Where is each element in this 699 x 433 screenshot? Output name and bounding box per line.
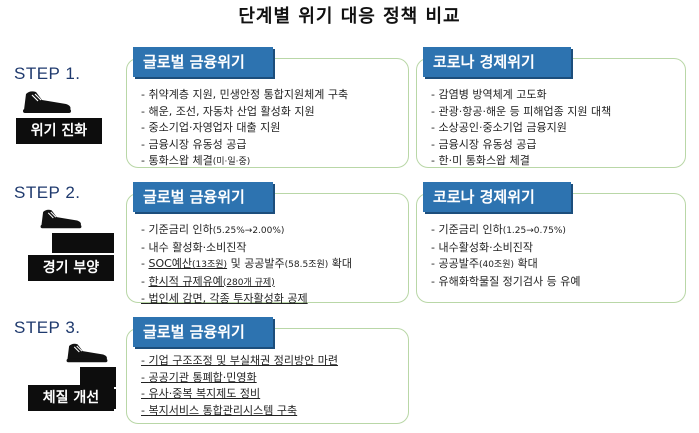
list-item: 유해화학물질 정기검사 등 유예 [431,274,580,291]
list-item: 중소기업·자영업자 대출 지원 [141,120,348,137]
stair-step-icon [52,233,114,253]
list-item: 기준금리 인하(1.25→0.75%) [431,222,581,240]
list-item: 소상공인·중소기업 금융지원 [431,120,611,137]
step-1-label: STEP 1. [14,64,81,83]
list-item: 법인세 감면, 각종 투자활성화 공제 [141,291,352,308]
step2-global-list: 기준금리 인하(5.25%→2.00%) 내수 활성화·소비진작 SOC예산(1… [141,222,352,308]
list-item: 감염병 방역체계 고도화 [431,87,611,104]
list-item: 유사·중복 복지제도 정비 [141,386,338,403]
step1-global-header: 글로벌 금융위기 [133,47,273,77]
step1-corona-list: 감염병 방역체계 고도화 관광·항공·해운 등 피해업종 지원 대책 소상공인·… [431,87,611,170]
sneaker-icon [66,343,108,363]
list-item: 금융시장 유동성 공급 [431,137,611,154]
step-3-label: STEP 3. [14,318,81,337]
list-item: 내수활성화·소비진작 [431,240,581,257]
step2-corona-header: 코로나 경제위기 [423,182,571,212]
list-item: 해운, 조선, 자동차 산업 활성화 지원 [141,104,348,121]
step2-global-header: 글로벌 금융위기 [133,182,273,212]
list-item: SOC예산(13조원) 및 공공발주(58.5조원) 확대 [141,256,352,274]
sneaker-icon [23,91,71,113]
list-item: 공공발주(40조원) 확대 [431,256,581,274]
list-item: 기업 구조조정 및 부실채권 정리방안 마련 [141,353,338,370]
step2-corona-list: 기준금리 인하(1.25→0.75%) 내수활성화·소비진작 공공발주(40조원… [431,222,581,291]
list-item: 관광·항공·해운 등 피해업종 지원 대책 [431,104,611,121]
step3-global-header: 글로벌 금융위기 [133,317,273,347]
list-item: 한시적 규제유예(280개 규제) [141,274,352,292]
stage-badge-1: 위기 진화 [16,118,102,144]
step3-global-box: 글로벌 금융위기 기업 구조조정 및 부실채권 정리방안 마련 공공기관 통폐합… [126,317,409,424]
list-item: 통화스왑 체결(미·일·중) [141,153,348,171]
list-item: 한·미 통화스왑 체결 [431,153,611,170]
stage-badge-3: 체질 개선 [28,385,114,411]
step1-corona-box: 코로나 경제위기 감염병 방역체계 고도화 관광·항공·해운 등 피해업종 지원… [416,47,686,170]
list-item: 복지서비스 통합관리시스템 구축 [141,403,338,420]
list-item: 공공기관 통폐합·민영화 [141,370,338,387]
step1-global-list: 취약계층 지원, 민생안정 통합지원체계 구축 해운, 조선, 자동차 산업 활… [141,87,348,171]
list-item: 금융시장 유동성 공급 [141,137,348,154]
stage-badge-2: 경기 부양 [28,255,114,281]
step3-global-list: 기업 구조조정 및 부실채권 정리방안 마련 공공기관 통폐합·민영화 유사·중… [141,353,338,419]
stair-step-icon [80,367,116,387]
list-item: 기준금리 인하(5.25%→2.00%) [141,222,352,240]
step-2-label: STEP 2. [14,183,81,202]
sneaker-icon [40,209,82,229]
step1-corona-header: 코로나 경제위기 [423,47,571,77]
step2-global-box: 글로벌 금융위기 기준금리 인하(5.25%→2.00%) 내수 활성화·소비진… [126,182,409,305]
step1-global-box: 글로벌 금융위기 취약계층 지원, 민생안정 통합지원체계 구축 해운, 조선,… [126,47,409,171]
list-item: 취약계층 지원, 민생안정 통합지원체계 구축 [141,87,348,104]
list-item: 내수 활성화·소비진작 [141,240,352,257]
step2-corona-box: 코로나 경제위기 기준금리 인하(1.25→0.75%) 내수활성화·소비진작 … [416,182,686,303]
page-title: 단계별 위기 대응 정책 비교 [238,6,461,27]
